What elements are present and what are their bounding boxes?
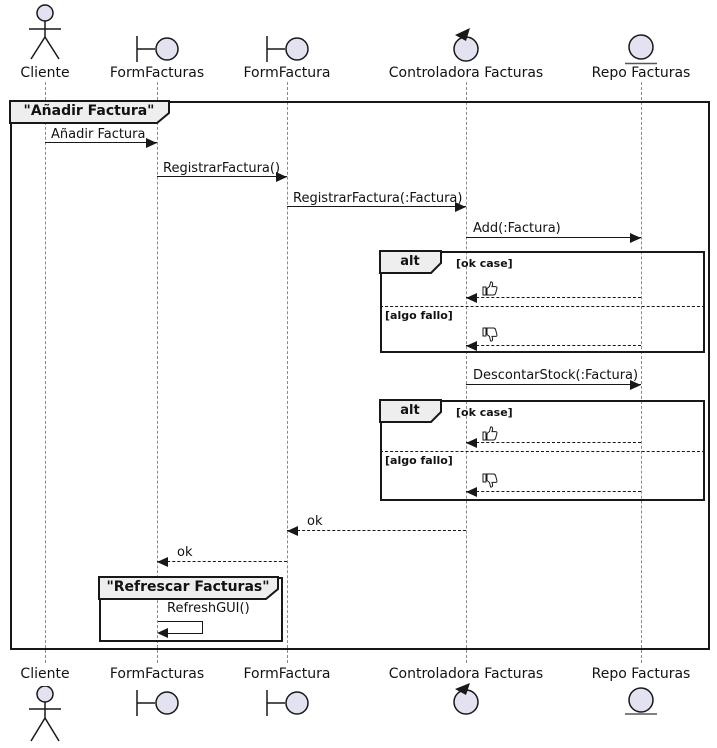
reply-line (466, 345, 641, 346)
arrowhead-right (455, 202, 466, 212)
message-line (466, 237, 641, 238)
thumbs-down-icon (482, 473, 498, 488)
inner-frame-title: "Refrescar Facturas" (106, 579, 270, 595)
message-registrar-factura: RegistrarFactura() (163, 161, 281, 176)
arrowhead-left (466, 487, 477, 497)
reply-line (157, 561, 287, 562)
frame-title: "Añadir Factura" (23, 103, 155, 119)
message-line (45, 142, 157, 143)
alt-operator-tab: alt (379, 250, 443, 274)
inner-frame-title-tab: "Refrescar Facturas" (98, 576, 280, 600)
message-line (157, 176, 287, 177)
boundary-icon (136, 36, 179, 62)
participant-label-formfacturas: FormFacturas (109, 65, 205, 81)
participant-label-repo-bottom: Repo Facturas (591, 666, 691, 682)
actor-icon (29, 4, 61, 60)
guard-ok-case: [ok case] (456, 406, 513, 419)
frame-title-tab: "Añadir Factura" (9, 100, 171, 124)
guard-ok-case: [ok case] (456, 257, 513, 270)
lifeline-controladora (466, 82, 467, 663)
message-ok-1: ok (307, 514, 323, 529)
thumbs-up-icon (482, 281, 498, 296)
alt-fragment-1 (380, 251, 705, 353)
message-registrar-factura-param: RegistrarFactura(:Factura) (293, 191, 463, 206)
participant-label-formfactura: FormFactura (243, 65, 331, 81)
alt-divider (380, 451, 705, 452)
actor-icon (29, 686, 61, 742)
reply-line (466, 297, 641, 298)
message-add-factura: Add(:Factura) (473, 221, 561, 236)
participant-label-cliente-bottom: Cliente (20, 666, 70, 682)
alt-operator: alt (400, 403, 420, 418)
message-ok-2: ok (177, 545, 193, 560)
arrowhead-left (157, 628, 168, 638)
entity-icon (625, 34, 657, 65)
alt-fragment-2 (380, 400, 705, 501)
control-icon (453, 683, 479, 715)
alt-operator-tab: alt (379, 399, 443, 423)
lifeline-cliente (45, 82, 46, 663)
message-anadir-factura: Añadir Factura (51, 127, 146, 142)
arrowhead-left (466, 341, 477, 351)
arrowhead-right (630, 380, 641, 390)
boundary-icon (266, 690, 309, 716)
message-descontar-stock: DescontarStock(:Factura) (473, 368, 639, 383)
boundary-icon (266, 36, 309, 62)
message-line (287, 206, 466, 207)
self-call-bottom (166, 633, 203, 634)
reply-line (466, 442, 641, 443)
participant-label-formfacturas-bottom: FormFacturas (109, 666, 205, 682)
self-call-top (158, 621, 203, 622)
lifeline-formfacturas (157, 82, 158, 663)
self-call-side (202, 621, 203, 634)
lifeline-repo (641, 82, 642, 663)
entity-icon (625, 687, 657, 715)
boundary-icon (136, 690, 179, 716)
arrowhead-left (466, 438, 477, 448)
control-icon (453, 28, 479, 62)
participant-label-formfactura-bottom: FormFactura (243, 666, 331, 682)
arrowhead-left (466, 293, 477, 303)
guard-algo-fallo: [algo fallo] (385, 454, 453, 467)
thumbs-down-icon (482, 327, 498, 342)
arrowhead-left (157, 557, 168, 567)
alt-operator: alt (400, 254, 420, 269)
alt-divider (380, 306, 705, 307)
participant-label-cliente: Cliente (20, 65, 70, 81)
participant-label-controladora: Controladora Facturas (388, 65, 544, 81)
arrowhead-right (630, 233, 641, 243)
frame-anadir-factura (10, 101, 710, 650)
arrowhead-left (287, 526, 298, 536)
participant-label-repo: Repo Facturas (591, 65, 691, 81)
message-line (466, 384, 641, 385)
message-refresh-gui: RefreshGUI() (167, 601, 250, 616)
arrowhead-right (146, 138, 157, 148)
lifeline-formfactura (287, 82, 288, 663)
arrowhead-right (276, 172, 287, 182)
reply-line (466, 491, 641, 492)
guard-algo-fallo: [algo fallo] (385, 309, 453, 322)
participant-label-controladora-bottom: Controladora Facturas (388, 666, 544, 682)
reply-line (287, 530, 466, 531)
thumbs-up-icon (482, 426, 498, 441)
